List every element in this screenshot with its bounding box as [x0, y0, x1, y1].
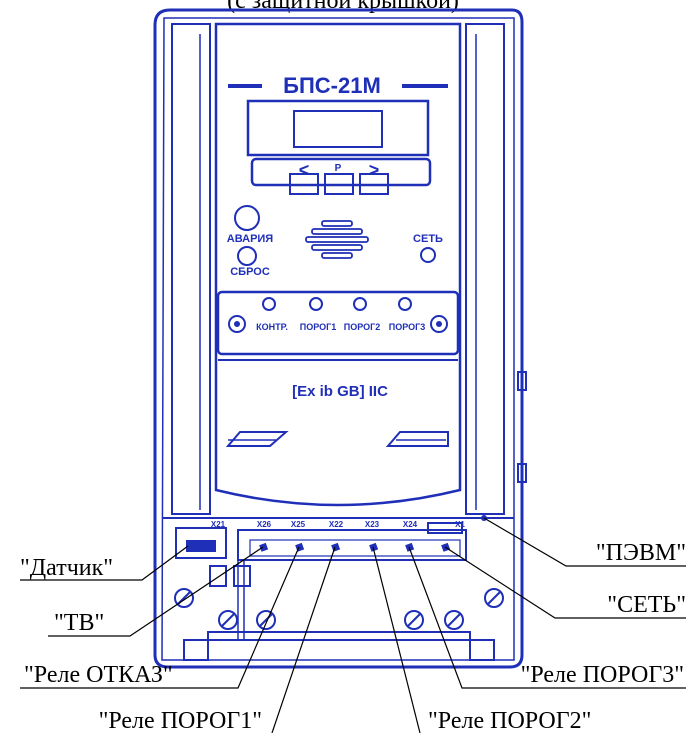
led-label-threshold3: ПОРОГ3 — [389, 322, 425, 332]
key-left-glyph: < — [299, 160, 310, 180]
leader-pc — [483, 517, 686, 567]
connector-labels: X21 X26 X25 X22 X23 X24 X1 — [211, 520, 466, 529]
led-label-threshold1: ПОРОГ1 — [300, 322, 336, 332]
power-led — [420, 247, 436, 263]
leader-tv — [48, 546, 264, 637]
key-right-glyph: > — [369, 160, 380, 180]
led-label-threshold2: ПОРОГ2 — [344, 322, 380, 332]
display-screen — [293, 110, 383, 148]
led-label-control: КОНТР. — [256, 322, 288, 332]
display-frame — [246, 99, 430, 157]
housing — [153, 8, 527, 669]
alarm-led — [234, 205, 260, 231]
front-panel: БПС-21М < P > АВАРИЯ СБРОС СЕТЬ — [214, 22, 462, 507]
leader-relay-th1 — [271, 546, 336, 733]
key-p-button[interactable] — [324, 173, 354, 195]
keypad-frame — [250, 157, 432, 187]
control-led — [262, 297, 276, 311]
terminal-block — [237, 529, 467, 561]
connector-label-x22: X22 — [329, 520, 344, 529]
threshold1-led — [309, 297, 323, 311]
callouts: "ПЭВМ" "Датчик" "СЕТЬ" "ТВ" "Реле ОТКАЗ"… — [20, 540, 686, 733]
callout-tv: "ТВ" — [54, 610, 104, 636]
top-note: (с защитной крышкой) — [227, 0, 459, 14]
alarm-label: АВАРИЯ — [227, 233, 274, 245]
reset-label: СБРОС — [230, 266, 270, 278]
leader-mains — [444, 546, 686, 619]
leader-lines — [20, 517, 686, 733]
callout-relay-th1: "Реле ПОРОГ1" — [99, 708, 262, 733]
callout-mains: "СЕТЬ" — [607, 592, 686, 618]
connector-x21 — [175, 527, 227, 559]
key-p-glyph: P — [335, 163, 342, 174]
callout-relay-th2: "Реле ПОРОГ2" — [428, 708, 591, 733]
leader-relay-th2 — [372, 546, 421, 733]
callout-pc: "ПЭВМ" — [596, 540, 686, 566]
left-latch-icon — [225, 431, 289, 447]
callout-relay-th3: "Реле ПОРОГ3" — [521, 662, 684, 688]
buzzer-grille-icon — [305, 220, 369, 259]
connector-label-x23: X23 — [365, 520, 380, 529]
key-right-button[interactable] — [359, 173, 389, 195]
power-label: СЕТЬ — [413, 233, 443, 245]
ex-marking: [Ex ib GB] IIC — [292, 383, 388, 400]
connector-label-x21: X21 — [211, 520, 226, 529]
threshold2-led — [353, 297, 367, 311]
led-strip — [216, 290, 460, 356]
callout-relay-fail: "Реле ОТКАЗ" — [24, 662, 173, 688]
connector-label-x26: X26 — [257, 520, 272, 529]
connector-label-x1: X1 — [455, 520, 465, 529]
leader-relay-th3 — [408, 546, 686, 689]
leader-sensor — [20, 545, 189, 581]
callout-sensor: "Датчик" — [20, 555, 113, 581]
key-left-button[interactable] — [289, 173, 319, 195]
terminal-area — [162, 517, 514, 661]
connector-label-x24: X24 — [403, 520, 418, 529]
reset-button[interactable] — [237, 246, 257, 266]
right-latch-icon — [385, 431, 449, 447]
model-title: БПС-21М — [283, 73, 381, 98]
leader-relay-fail — [20, 546, 300, 689]
connector-label-x25: X25 — [291, 520, 306, 529]
threshold3-led — [398, 297, 412, 311]
